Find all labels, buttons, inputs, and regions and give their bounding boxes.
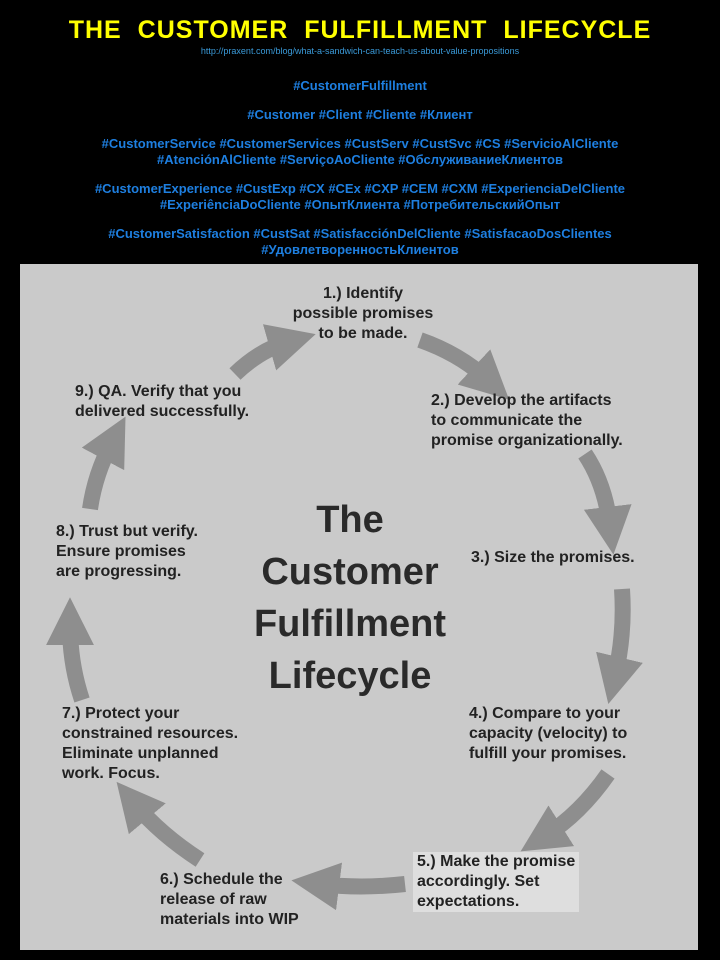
center-title-line: Lifecycle [268,655,432,697]
step-text: to be made. [318,325,408,342]
step-5: 5.) Make the promise accordingly. Set expe… [413,852,580,912]
center-title: The Customer Fulfillment Lifecycle [210,494,490,702]
step-text: possible promises [292,305,434,322]
hashtag-line: #CustomerExperience #CustExp #CX #CEx #C… [94,181,626,212]
arrow-8-to-9 [81,416,126,511]
step-text: 4.) Compare to your [469,705,621,722]
hashtag-line: #CustomerSatisfaction #CustSat #Satisfac… [108,226,612,257]
step-text: constrained resources. [62,725,239,742]
hashtag-line: #CustomerService #CustomerServices #Cust… [101,136,619,167]
source-url[interactable]: http://praxent.com/blog/what-a-sandwich-… [200,46,520,56]
step-2: 2.) Develop the artifacts to communicate … [431,391,623,451]
step-1: 1.) Identify possible promises to be made. [288,284,438,344]
step-text: 6.) Schedule the [160,871,283,888]
step-text: to communicate the [431,412,583,429]
arrow-3-to-4 [596,588,643,705]
step-text: work. Focus. [62,765,160,782]
step-8: 8.) Trust but verify. Ensure promises are … [56,522,198,582]
page-title: THE CUSTOMER FULFILLMENT LIFECYCLE [68,16,652,44]
step-text: Eliminate unplanned [62,745,219,762]
step-7: 7.) Protect your constrained resources. El… [62,704,238,784]
step-text: expectations. [417,893,520,910]
step-text: 1.) Identify [322,285,403,302]
arrow-4-to-5 [520,769,615,852]
step-6: 6.) Schedule the release of raw materials … [160,870,299,930]
step-text: promise organizationally. [431,432,623,449]
step-3: 3.) Size the promises. [471,548,635,568]
step-text: 9.) QA. Verify that you [75,383,242,400]
arrow-9-to-1 [229,324,316,380]
hashtag-line: #CustomerFulfillment [293,78,427,93]
center-title-line: Fulfillment [253,603,447,645]
step-9: 9.) QA. Verify that you delivered success… [75,382,249,422]
step-text: capacity (velocity) to [469,725,628,742]
step-text: 8.) Trust but verify. [56,523,198,540]
arrow-5-to-6 [291,862,406,911]
step-text: materials into WIP [160,911,299,928]
arrow-7-to-8 [46,597,95,703]
step-text: 3.) Size the promises. [471,549,635,566]
step-text: delivered successfully. [75,403,250,420]
step-text: release of raw [160,891,267,908]
lifecycle-diagram: The Customer Fulfillment Lifecycle 1.) I… [20,264,698,950]
hashtag-line: #Customer #Client #Cliente #Клиент [247,107,473,122]
cycle-arrows [46,324,643,911]
step-text: fulfill your promises. [469,745,627,762]
step-text: Ensure promises [56,543,186,560]
arrow-6-to-7 [116,781,205,867]
step-text: 2.) Develop the artifacts [431,392,612,409]
step-text: 7.) Protect your [62,705,180,722]
arrow-1-to-2 [417,332,510,400]
step-text: are progressing. [56,563,182,580]
arrow-2-to-3 [578,449,632,555]
hashtag-list: #CustomerFulfillment #Customer #Client #… [0,78,720,271]
center-title-line: The [316,499,384,541]
step-4: 4.) Compare to your capacity (velocity) t… [469,704,627,764]
step-text: 5.) Make the promise [417,853,576,870]
center-title-line: Customer [261,551,439,593]
step-text: accordingly. Set [417,873,540,890]
